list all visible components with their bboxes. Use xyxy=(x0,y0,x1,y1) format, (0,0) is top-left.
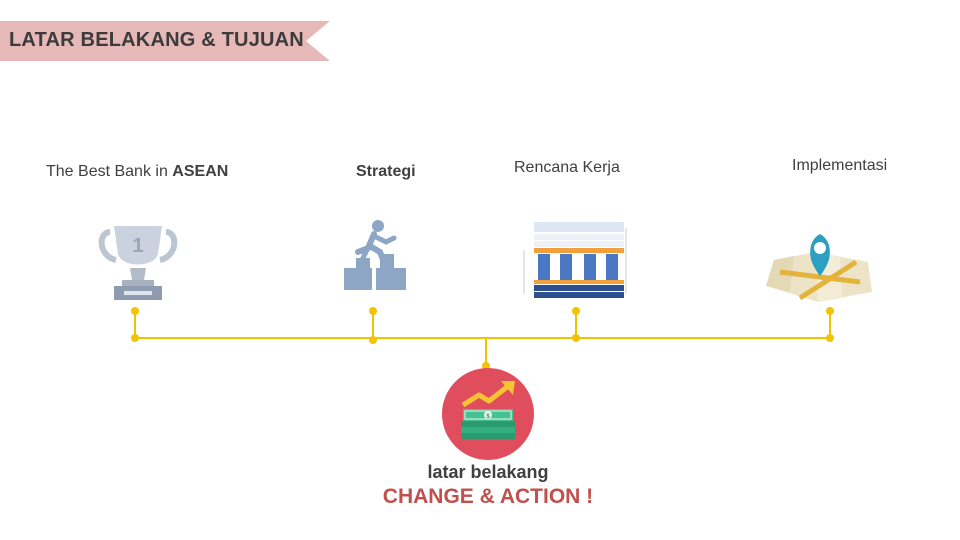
pillars-chart-icon xyxy=(523,222,627,298)
center-headline: CHANGE & ACTION ! xyxy=(382,485,594,508)
runner-steps-icon xyxy=(344,220,406,290)
banner-shape xyxy=(0,21,330,61)
timeline-node xyxy=(131,307,139,315)
svg-text:1: 1 xyxy=(132,235,143,257)
timeline-node xyxy=(826,307,834,315)
milestone-label-strategi: Strategi xyxy=(356,163,416,180)
title-banner: LATAR BELAKANG & TUJUAN xyxy=(0,21,330,61)
timeline-node xyxy=(131,334,139,342)
svg-text:$: $ xyxy=(486,414,490,420)
trophy-icon: 1 xyxy=(98,226,178,300)
milestone-label-rencana-kerja: Rencana Kerja xyxy=(514,159,620,176)
money-growth-icon: $ xyxy=(442,368,534,460)
center-subtitle: latar belakang xyxy=(427,462,549,482)
milestone-label-implementasi: Implementasi xyxy=(792,157,888,174)
map-pin-icon xyxy=(766,234,872,302)
timeline-node xyxy=(369,336,377,344)
timeline-node xyxy=(369,307,377,315)
milestone-label-best-bank: The Best Bank in ASEAN xyxy=(46,163,229,180)
timeline-node xyxy=(826,334,834,342)
timeline-node xyxy=(572,334,580,342)
page-title: LATAR BELAKANG & TUJUAN xyxy=(9,29,304,51)
timeline-node xyxy=(572,307,580,315)
